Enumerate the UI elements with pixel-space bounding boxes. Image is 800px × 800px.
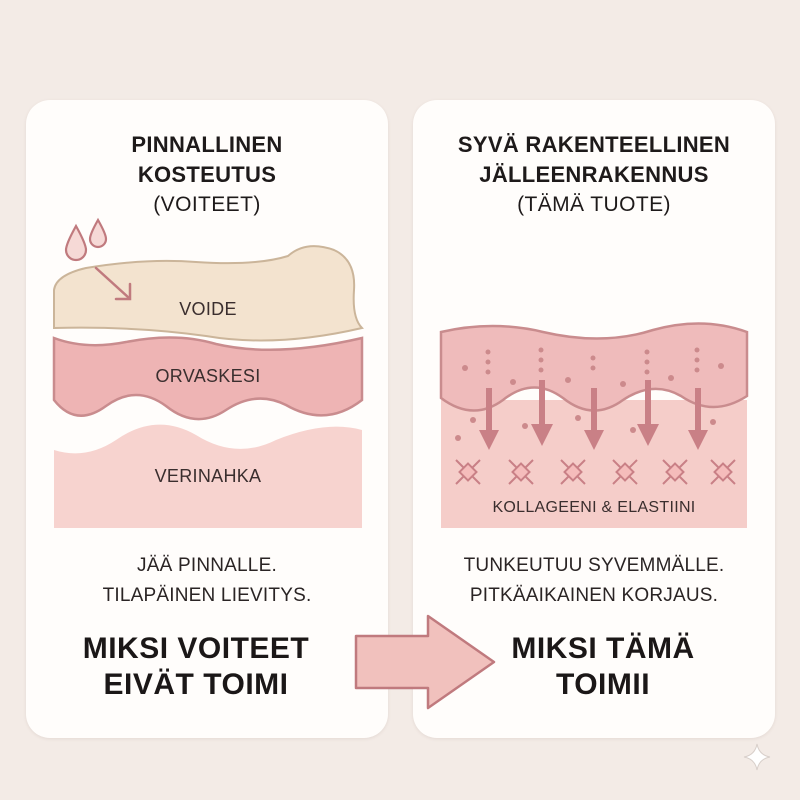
deep-dermis-layer (441, 400, 747, 528)
right-headline: MIKSI TÄMÄ TOIMII (443, 631, 763, 703)
left-headline-line-1: MIKSI VOITEET (82, 632, 310, 665)
left-description-line-1: JÄÄ PINNALLE. (137, 555, 277, 576)
left-description: JÄÄ PINNALLE. TILAPÄINEN LIEVITYS. (26, 551, 388, 611)
left-title: PINNALLINEN KOSTEUTUS (VOITEET) (26, 130, 388, 220)
left-headline: MIKSI VOITEET EIVÄT TOIMI (26, 631, 366, 703)
cream-layer (53, 245, 364, 342)
left-card-surface-hydration: PINNALLINEN KOSTEUTUS (VOITEET) VOIDE OR… (26, 100, 388, 738)
right-headline-line-2: TOIMII (555, 668, 651, 701)
right-title: SYVÄ RAKENTEELLINEN JÄLLEENRAKENNUS (TÄM… (413, 130, 775, 220)
water-drops-icon (64, 217, 108, 262)
epidermis-label: ORVASKESI (155, 366, 260, 386)
collagen-fiber-icon (455, 459, 736, 485)
dermis-label: VERINAHKA (155, 466, 262, 486)
left-title-line-2: KOSTEUTUS (137, 162, 277, 187)
right-headline-line-1: MIKSI TÄMÄ (511, 632, 695, 665)
dermis-layer (54, 424, 362, 528)
right-title-sub: (TÄMÄ TUOTE) (517, 193, 671, 216)
right-card-deep-rebuild: SYVÄ RAKENTEELLINEN JÄLLEENRAKENNUS (TÄM… (413, 100, 775, 738)
penetration-dots (455, 347, 724, 441)
right-description-line-1: TUNKEUTUU SYVEMMÄLLE. (463, 555, 725, 576)
right-description: TUNKEUTUU SYVEMMÄLLE. PITKÄAIKAINEN KORJ… (413, 551, 775, 611)
right-title-line-1: SYVÄ RAKENTEELLINEN (457, 132, 731, 157)
left-title-line-1: PINNALLINEN (131, 132, 283, 157)
cream-label: VOIDE (179, 299, 237, 319)
right-title-line-2: JÄLLEENRAKENNUS (479, 162, 709, 187)
left-description-line-2: TILAPÄINEN LIEVITYS. (102, 585, 312, 606)
down-arrow-icon (479, 380, 708, 450)
epidermis-layer (52, 336, 364, 421)
sparkle-icon (743, 743, 771, 771)
right-description-line-2: PITKÄAIKAINEN KORJAUS. (469, 585, 719, 606)
left-headline-line-2: EIVÄT TOIMI (103, 668, 289, 701)
down-arrow-icon (94, 266, 132, 301)
left-title-sub: (VOITEET) (153, 193, 261, 216)
left-skin-diagram: VOIDE ORVASKESI VERINAHKA (52, 217, 364, 528)
collagen-label: KOLLAGEENI & ELASTIINI (492, 499, 695, 516)
right-skin-diagram: KOLLAGEENI & ELASTIINI (439, 322, 749, 528)
right-arrow-icon (354, 614, 496, 710)
